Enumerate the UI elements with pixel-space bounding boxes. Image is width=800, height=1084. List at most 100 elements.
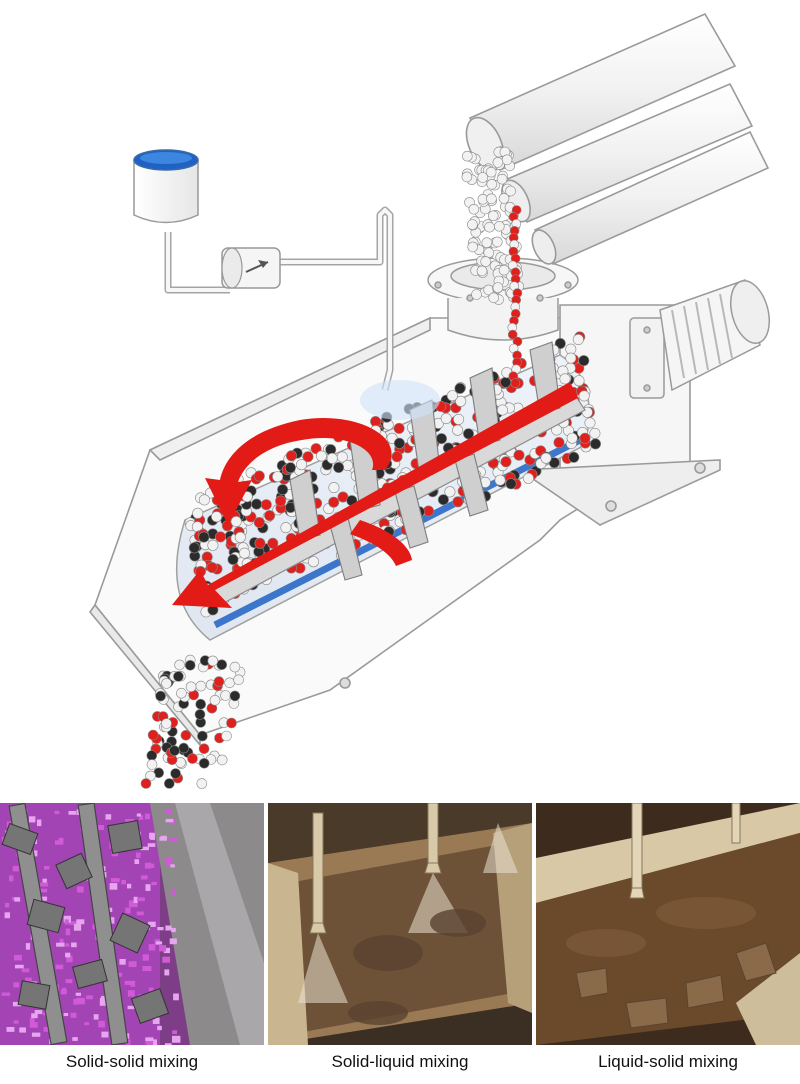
- particle: [492, 282, 504, 293]
- powder-grain: [148, 987, 154, 992]
- particle: [192, 507, 204, 519]
- powder-grain: [60, 989, 67, 995]
- particle: [566, 432, 578, 444]
- particle: [184, 659, 196, 671]
- particle: [476, 265, 488, 277]
- powder-grain: [159, 945, 167, 952]
- powder-grain: [12, 1001, 22, 1007]
- particle: [260, 499, 272, 511]
- powder-grain: [70, 1012, 77, 1018]
- powder-grain: [127, 990, 135, 997]
- particle: [454, 382, 466, 394]
- powder-grain: [145, 1037, 154, 1042]
- particle: [480, 256, 492, 267]
- powder-grain: [169, 938, 177, 945]
- particle: [277, 484, 289, 496]
- particle: [315, 450, 327, 462]
- particle: [492, 157, 504, 168]
- particle: [207, 539, 219, 551]
- particle: [170, 768, 181, 779]
- particle: [220, 690, 231, 701]
- powder-grain: [25, 977, 32, 984]
- powder-grain: [172, 1030, 178, 1035]
- particle: [496, 173, 508, 185]
- powder-grain: [148, 921, 156, 927]
- powder-grain: [133, 896, 138, 904]
- powder-grain: [69, 921, 78, 925]
- powder-grain: [65, 979, 73, 984]
- powder-grain: [75, 992, 82, 996]
- powder-grain: [71, 942, 77, 948]
- particle: [453, 413, 465, 425]
- powder-grain: [124, 980, 133, 985]
- powder-grain: [29, 1022, 38, 1028]
- powder-grain: [25, 943, 31, 950]
- powder-grain: [155, 941, 163, 945]
- particle: [554, 337, 566, 349]
- powder-grain: [146, 1043, 153, 1045]
- powder-grain: [39, 896, 48, 901]
- particle: [310, 443, 322, 455]
- particle: [500, 456, 512, 468]
- particle: [198, 494, 210, 506]
- powder-grain: [105, 814, 112, 820]
- powder-grain: [128, 961, 137, 968]
- particle: [578, 390, 590, 402]
- particle: [215, 531, 227, 543]
- particle: [486, 193, 497, 205]
- particle: [226, 717, 237, 729]
- particle: [467, 219, 478, 230]
- powder-grain: [84, 1022, 90, 1026]
- particle: [302, 451, 314, 463]
- particle: [579, 432, 591, 444]
- particle: [391, 451, 403, 463]
- particle: [221, 730, 232, 742]
- powder-grain: [135, 852, 141, 858]
- particle: [207, 655, 219, 667]
- particle: [468, 204, 480, 215]
- particle: [589, 438, 601, 450]
- particle: [211, 511, 223, 523]
- particle: [251, 498, 263, 510]
- liquid-reservoir: [133, 149, 199, 224]
- particle: [295, 459, 307, 471]
- particle: [176, 687, 187, 699]
- powder-grain: [40, 882, 49, 887]
- powder-grain: [63, 1013, 69, 1017]
- powder-grain: [99, 1001, 109, 1006]
- powder-grain: [93, 1014, 99, 1020]
- photo-solid-liquid-mixing: [268, 803, 532, 1045]
- powder-grain: [142, 966, 152, 972]
- particle: [498, 193, 510, 204]
- mixer-diagram: [88, 12, 771, 789]
- powder-grain: [31, 1013, 38, 1019]
- particle: [216, 754, 228, 766]
- particle: [437, 494, 449, 506]
- caption-solid-liquid-mixing: Solid-liquid mixing: [331, 1052, 469, 1071]
- powder-grain: [165, 925, 172, 931]
- particle: [239, 547, 251, 559]
- particle: [198, 531, 210, 543]
- particle: [491, 236, 503, 248]
- particle: [452, 424, 464, 436]
- powder-grain: [72, 1037, 78, 1041]
- powder-grain: [111, 851, 119, 857]
- photo-solid-solid-mixing: [0, 803, 264, 1045]
- particle: [501, 154, 513, 166]
- powder-grain: [97, 825, 105, 831]
- particle: [471, 289, 482, 300]
- particle: [584, 417, 596, 429]
- particle: [233, 674, 244, 686]
- particle: [487, 210, 499, 222]
- powder-grain: [29, 1017, 35, 1025]
- particle: [485, 166, 497, 178]
- powder-grain: [63, 915, 71, 923]
- particle: [326, 452, 338, 464]
- powder-grain: [137, 897, 145, 902]
- liquid-line-inner: [166, 208, 392, 391]
- particle: [253, 470, 265, 482]
- particle: [589, 427, 601, 439]
- particle: [227, 553, 239, 565]
- powder-grain: [99, 997, 107, 1004]
- powder-grain: [29, 816, 36, 823]
